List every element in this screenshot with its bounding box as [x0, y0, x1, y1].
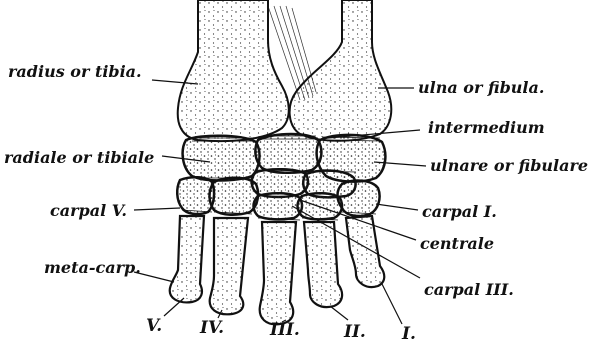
label-intermedium: intermedium — [428, 120, 545, 136]
label-carpal-v: carpal V. — [50, 203, 127, 219]
label-digit-v: V. — [146, 318, 162, 335]
label-digit-iii: III. — [270, 322, 300, 339]
carpal-iv-bone — [210, 178, 259, 215]
metacarpal-v — [170, 216, 204, 302]
label-carpal-i: carpal I. — [422, 204, 497, 220]
metacarpal-iii — [260, 222, 296, 324]
carpal-iii-bone — [254, 193, 303, 219]
label-radiale: radiale or tibiale — [4, 150, 154, 166]
radius-bone — [178, 0, 289, 141]
metacarpal-iv — [210, 218, 248, 314]
metacarpal-ii — [304, 222, 342, 307]
label-radius: radius or tibia. — [8, 64, 142, 80]
radiale-bone — [183, 136, 260, 181]
label-metacarp: meta-carp. — [44, 260, 141, 276]
label-ulnare: ulnare or fibulare — [430, 158, 588, 174]
label-carpal-iii: carpal III. — [424, 282, 514, 298]
ulna-bone — [290, 0, 392, 141]
metacarpals — [170, 216, 385, 324]
intermedium-bone — [255, 134, 321, 173]
label-digit-ii: II. — [344, 324, 366, 341]
label-ulna: ulna or fibula. — [418, 80, 544, 96]
label-digit-iv: IV. — [200, 320, 224, 337]
carpal-i-bone — [338, 181, 380, 216]
label-centrale: centrale — [420, 236, 494, 252]
label-digit-i: I. — [402, 326, 416, 343]
